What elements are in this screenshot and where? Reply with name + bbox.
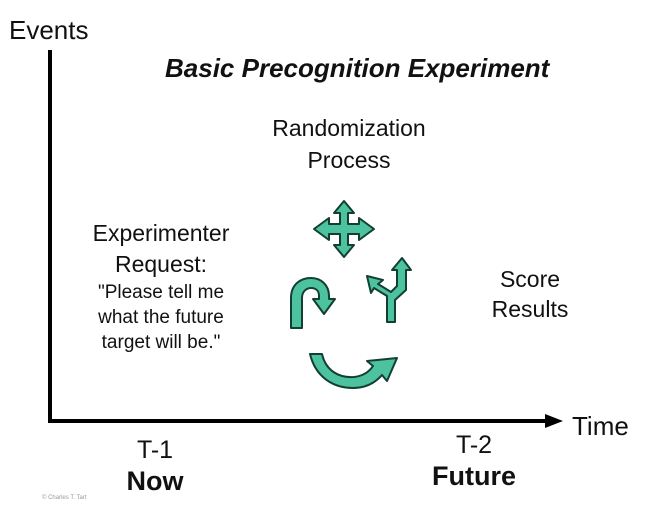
copyright-note: © Charles T. Tart: [42, 495, 87, 501]
randomization-line1: Randomization: [272, 115, 426, 141]
t1-label: T-1: [136, 436, 174, 464]
experimenter-heading2: Request:: [114, 251, 208, 277]
randomization-label: Randomization Process: [249, 112, 449, 176]
timepoint-now: T-1 Now: [110, 435, 200, 497]
experimenter-heading1: Experimenter: [92, 220, 230, 246]
t1-sub: Now: [126, 466, 184, 496]
experimenter-request: Experimenter Request: "Please tell me wh…: [71, 218, 251, 355]
four-way-arrow-icon: [313, 200, 375, 258]
u-turn-arrow-icon: [290, 277, 336, 329]
experimenter-quote1: "Please tell me: [97, 282, 225, 303]
x-axis-label: Time: [572, 411, 629, 441]
score-line1: Score: [499, 266, 561, 292]
experimenter-quote2: what the future: [98, 307, 224, 328]
experimenter-quote3: target will be.": [101, 332, 221, 353]
diagram-title: Basic Precognition Experiment: [165, 53, 550, 83]
score-results: Score Results: [470, 264, 590, 324]
split-arrow-icon: [366, 257, 412, 323]
randomization-line2: Process: [307, 147, 391, 173]
curved-arrow-icon: [309, 353, 398, 389]
t2-label: T-2: [455, 431, 493, 459]
x-axis-arrowhead: [545, 414, 563, 428]
t2-sub: Future: [432, 461, 516, 491]
y-axis-label: Events: [9, 15, 89, 45]
score-line2: Results: [491, 296, 569, 322]
timepoint-future: T-2 Future: [418, 430, 530, 492]
